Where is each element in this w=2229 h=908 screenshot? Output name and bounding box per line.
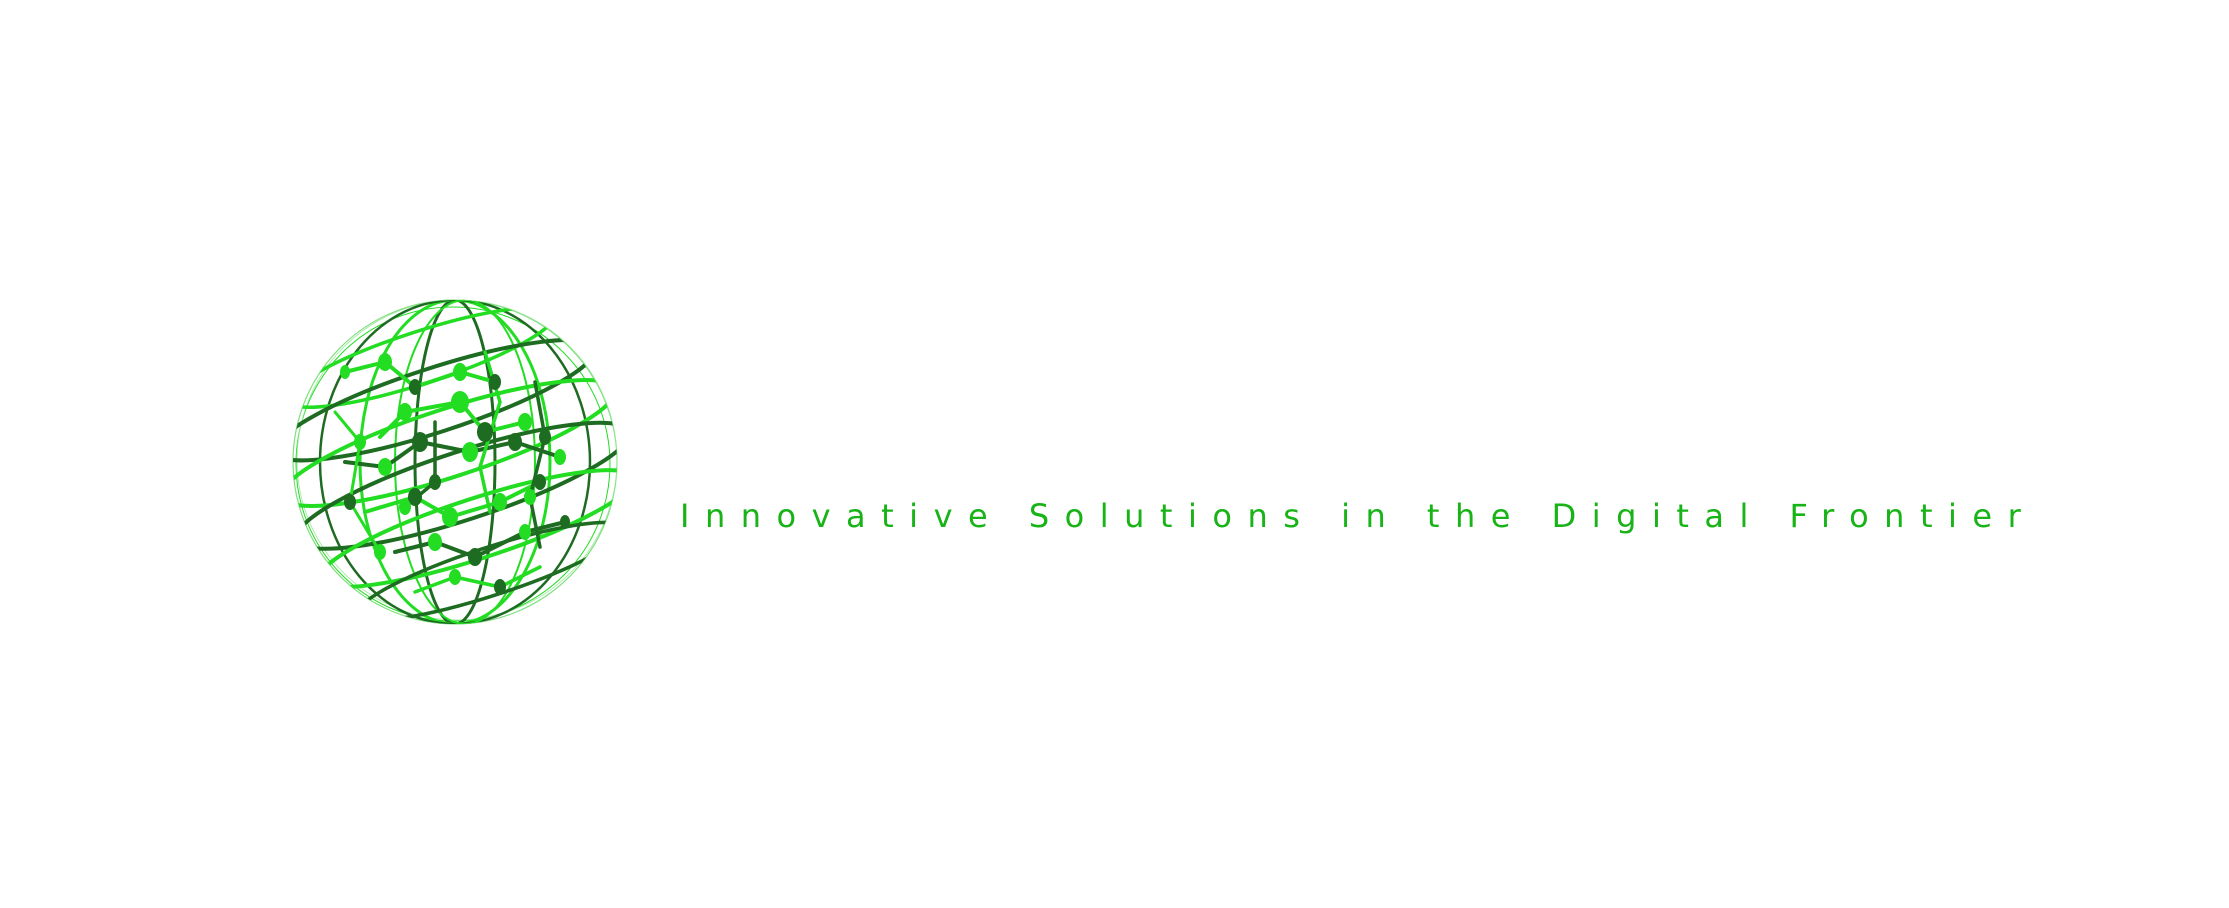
tagline-text: Innovative Solutions in the Digital Fron… bbox=[680, 497, 2037, 535]
globe-icon bbox=[292, 299, 618, 625]
circuit-globe-logo-icon bbox=[285, 292, 625, 632]
